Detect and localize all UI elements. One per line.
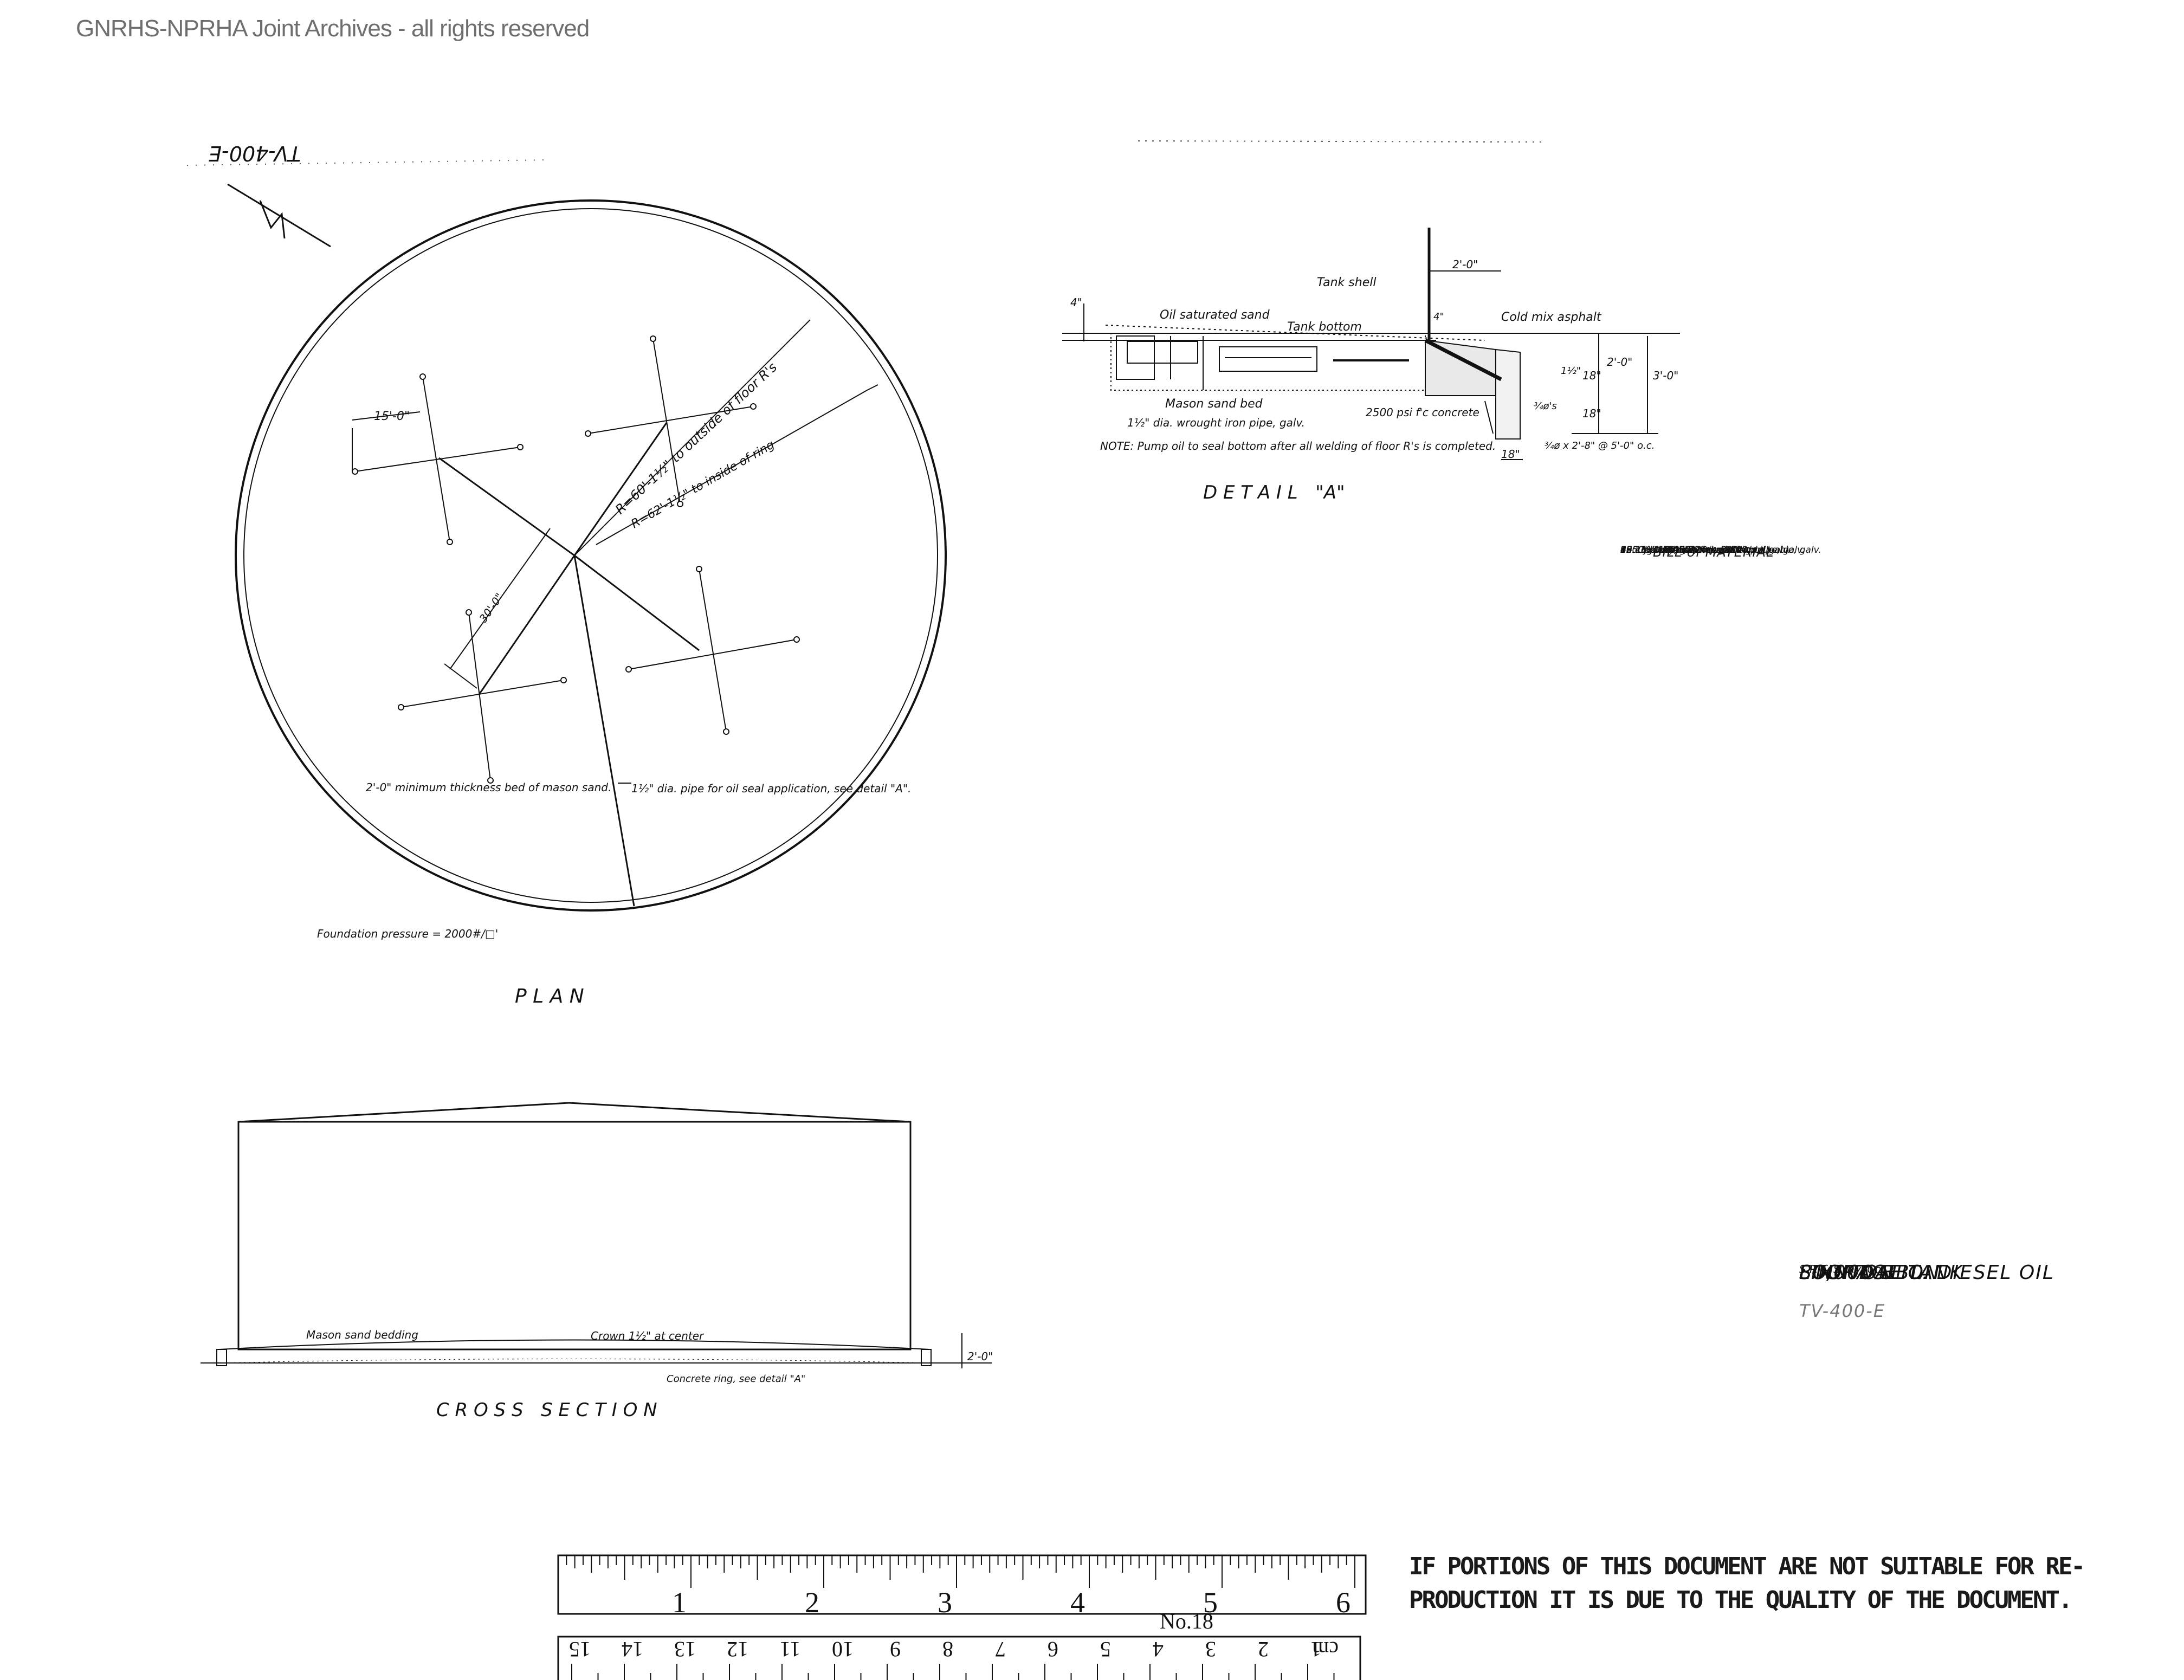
dim-18-c: 18" <box>1501 448 1520 461</box>
reproduction-notice: IF PORTIONS OF THIS DOCUMENT ARE NOT SUI… <box>1409 1550 2085 1617</box>
bom-title: BILL of MATERIAL <box>1653 545 1774 560</box>
label-bars: ¾ø's <box>1534 400 1557 412</box>
railroad-name: S.P. & S. Ry. Co. <box>1799 1263 1885 1276</box>
cm-ruler <box>557 1636 1361 1680</box>
notice-line-1: IF PORTIONS OF THIS DOCUMENT ARE NOT SUI… <box>1409 1553 2085 1580</box>
label-cold-mix: Cold mix asphalt <box>1501 311 1602 324</box>
label-crown: Crown 1½" at center <box>591 1329 705 1342</box>
bom-line: 16 - 1½" 90° elbows, 300# malleable, gal… <box>1620 545 1821 555</box>
bom-line: 65 c.y. concrete, f'c = 2500 p.s.i. <box>1620 545 1773 555</box>
ruler-cm-number: 8 <box>942 1637 953 1662</box>
dim-radial-label: 30'-0" <box>476 591 506 625</box>
label-concrete-ring: Concrete ring, see detail "A" <box>667 1373 805 1385</box>
dim-1-5: 1½" <box>1561 365 1581 377</box>
north-arrow-icon <box>227 183 331 248</box>
ruler-inch-number: 2 <box>805 1586 819 1619</box>
drawing-number-top: TV-400-E <box>209 141 301 165</box>
bom-line: 995 c.y. dry mason sand. <box>1620 545 1737 555</box>
ruler-inch-number: 5 <box>1203 1586 1218 1619</box>
title-line-4: LINNTON <box>1799 1262 1895 1284</box>
label-concrete: 2500 psi f'c concrete <box>1366 406 1479 419</box>
bom-line: 15 - 1½" Tees, 300# malleable, galv. <box>1620 545 1791 555</box>
ruler-cm-number: 12 <box>727 1637 748 1662</box>
label-mason-bed: Mason sand bed <box>1165 397 1263 411</box>
ruler-model: No.18 <box>1160 1609 1213 1633</box>
ruler-cm-number: 4 <box>1153 1637 1164 1662</box>
ruler-cm-number: 13 <box>674 1637 696 1662</box>
label-oil-sand: Oil saturated sand <box>1160 308 1270 322</box>
dim-2-0-top: 2'-0" <box>1452 258 1478 271</box>
plan-view <box>235 199 947 912</box>
label-sand-bedding: Mason sand bedding <box>306 1328 418 1341</box>
note-foundation-pressure: Foundation pressure = 2000#/□' <box>317 927 498 940</box>
label-pipe: 1½" dia. wrought iron pipe, galv. <box>1127 416 1305 429</box>
plan-title: P L A N <box>515 985 584 1007</box>
top-border-line-right <box>1138 140 1545 143</box>
label-tank-bottom: Tank bottom <box>1287 320 1362 334</box>
dim-18-b: 18" <box>1582 407 1601 420</box>
ruler-inch-number: 1 <box>672 1586 687 1619</box>
cross-section-title: C R O S S S E C T I O N <box>436 1399 657 1421</box>
dim-3-0: 3'-0" <box>1653 369 1678 382</box>
inch-ruler <box>557 1554 1367 1615</box>
ruler-inch-number: 3 <box>938 1586 952 1619</box>
title-line-3: STORAGE TANK <box>1799 1262 1963 1284</box>
tank-ring-outer <box>235 199 947 912</box>
note-pipe: 1½" dia. pipe for oil seal application, … <box>631 782 911 795</box>
ruler-cm-number: 3 <box>1205 1637 1216 1662</box>
cross-section-drawing <box>201 1102 992 1368</box>
detail-a-title: D E T A I L "A" <box>1203 482 1345 503</box>
bom-line: 80 - ¾ø x 2'-8" <box>1620 545 1689 555</box>
dim-4-left: 4" <box>1070 296 1082 309</box>
bom-line: 435 ft. 1½" dia. wrought iron pipe, galv… <box>1620 545 1805 555</box>
dim-18-a: 18" <box>1582 369 1601 382</box>
ruler-cm-number: 9 <box>890 1637 901 1662</box>
label-tank-shell: Tank shell <box>1317 276 1376 289</box>
label-hoops: ¾ø x 2'-8" @ 5'-0" o.c. <box>1545 440 1655 451</box>
ruler-cm-number: 14 <box>622 1637 643 1662</box>
tank-ring-inner <box>243 208 938 903</box>
dim-4-right: 4" <box>1433 311 1444 322</box>
ruler-cm-number: 5 <box>1100 1637 1111 1662</box>
ruler-cm-number: 15 <box>569 1637 591 1662</box>
note-mason-bed: 2'-0" minimum thickness bed of mason san… <box>366 781 611 794</box>
bom-line: 1 - 1½" cap, galv. <box>1620 545 1702 555</box>
title-line-1: FOUNDATION <box>1799 1262 1940 1284</box>
detail-a-drawing <box>1062 228 1680 460</box>
dim-2-0-right: 2'-0" <box>1607 356 1632 369</box>
ruler-cm-number: 1 <box>1310 1637 1321 1662</box>
ruler-cm-number: 7 <box>995 1637 1006 1662</box>
ruler-inch-number: 4 <box>1070 1586 1085 1619</box>
ruler-inch-number: 6 <box>1336 1586 1351 1619</box>
bom-line: 42 - ¾ø x 30'-0" <box>1620 545 1695 555</box>
bom-line: 2 - 1½" 45° <box>1620 545 1674 555</box>
title-line-2: 80,000 BBL. DIESEL OIL <box>1799 1262 2054 1284</box>
ruler-cm-unit: cm <box>1312 1637 1339 1662</box>
drawing-number: TV-400-E <box>1799 1301 1886 1321</box>
ruler-cm-number: 6 <box>1048 1637 1058 1662</box>
dim-offset-label: 15'-0" <box>374 410 410 423</box>
notice-line-2: PRODUCTION IT IS DUE TO THE QUALITY OF T… <box>1409 1586 2072 1614</box>
detail-note: NOTE: Pump oil to seal bottom after all … <box>1100 440 1496 453</box>
bom-line: 1800 gal. SAE 30 lubricating oil <box>1620 545 1765 555</box>
dim-section-2-0: 2'-0" <box>967 1350 993 1363</box>
archive-watermark: GNRHS-NPRHA Joint Archives - all rights … <box>76 15 590 42</box>
ruler-cm-number: 10 <box>832 1637 854 1662</box>
ruler-cm-number: 2 <box>1258 1637 1269 1662</box>
ruler-cm-number: 11 <box>780 1637 801 1662</box>
